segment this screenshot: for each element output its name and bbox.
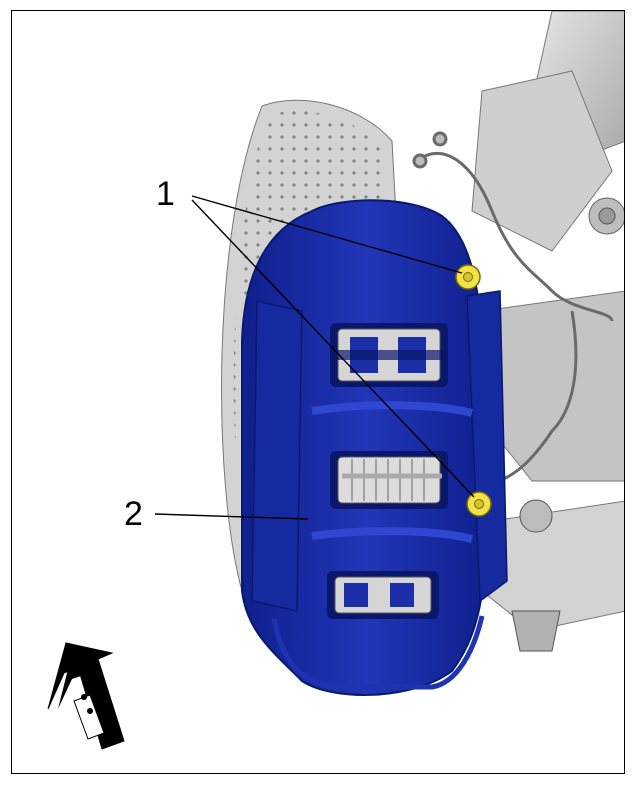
brake-caliper (241, 199, 508, 696)
callout-label-bolt: 1 (156, 175, 175, 213)
suspension-strut (471, 11, 624, 252)
caliper-mounting-bolt-lower (466, 491, 492, 517)
callout-leader-lines (154, 195, 475, 520)
brake-caliper-illustration (47, 11, 624, 750)
diagram-frame: 1 2 (11, 10, 625, 774)
brake-line (412, 131, 614, 488)
callout-label-caliper: 2 (124, 495, 143, 533)
vehicle-forward-direction-arrow-icon (47, 642, 125, 750)
caliper-mounting-bolt-upper (455, 264, 481, 290)
wheel-hub-and-arm (481, 290, 624, 652)
